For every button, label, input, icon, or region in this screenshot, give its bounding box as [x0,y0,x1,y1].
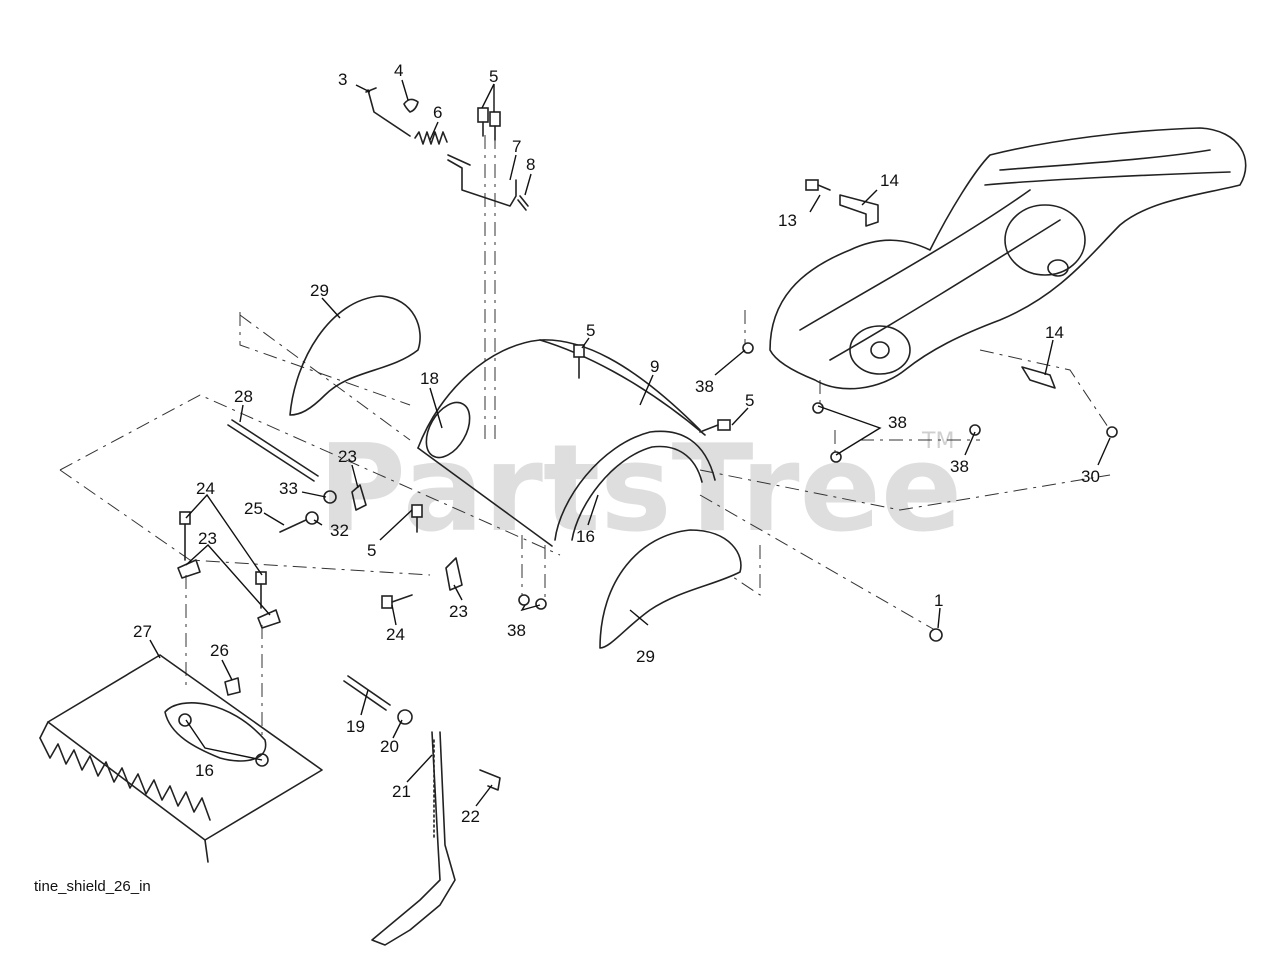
callout-38-a: 38 [695,377,714,396]
part-5-bolt-mid [573,344,585,379]
part-7-bracket [447,154,517,207]
part-13-bolt [805,179,831,191]
callout-14-top: 14 [880,171,899,190]
callout-32: 32 [330,521,349,540]
callout-24-lower: 24 [386,625,405,644]
part-23-bracket-lower [445,557,463,591]
callout-38-c: 38 [950,457,969,476]
callout-6: 6 [433,103,442,122]
part-38-nut-a [742,342,754,354]
part-32-washer [305,511,319,525]
callout-16-deflector: 16 [195,761,214,780]
callout-30: 30 [1081,467,1100,486]
part-26-tab [224,677,241,696]
part-30-nut [1106,426,1118,438]
part-14-bracket-top [839,194,879,227]
part-14-bracket-right [1021,366,1056,389]
callout-19: 19 [346,717,365,736]
part-5-bolts-top [477,107,501,141]
callout-25: 25 [244,499,263,518]
callout-5-right: 5 [745,391,754,410]
part-4-clip [403,98,419,113]
callout-7: 7 [512,137,521,156]
tiller-body [769,127,1247,390]
part-23-clip-right [257,609,281,629]
part-1-nut [929,628,943,642]
callout-22: 22 [461,807,480,826]
part-6-spring [414,131,448,145]
callout-21: 21 [392,782,411,801]
callout-38-d: 38 [507,621,526,640]
part-38-nut-b [812,402,824,414]
callout-5: 5 [489,67,498,86]
part-5-bolt-lower [411,504,423,533]
callout-4: 4 [394,61,403,80]
callouts: 3 4 5 6 7 8 13 14 29 5 9 18 28 38 14 5 3… [133,61,1100,826]
part-18-plate [425,401,471,459]
callout-27: 27 [133,622,152,641]
part-22-pin [479,769,501,791]
part-24-bolt-lower [381,594,413,609]
callout-29-right: 29 [636,647,655,666]
part-38-nut-c [830,451,842,463]
watermark: PartsTree [318,420,962,559]
part-3-rod [365,87,411,137]
part-19-pin [343,675,391,711]
assembly-guides [59,135,1111,740]
part-9-tine-shield [417,339,706,547]
callout-23-lower: 23 [449,602,468,621]
callout-18: 18 [420,369,439,388]
callout-23-upper: 23 [338,447,357,466]
callout-1: 1 [934,591,943,610]
part-27-deflector [39,654,323,863]
part-29-side-plate-left [289,295,421,416]
callout-24-upper: 24 [196,479,215,498]
callout-38-b: 38 [888,413,907,432]
callout-13: 13 [778,211,797,230]
callout-5-lower: 5 [367,541,376,560]
watermark-tm: TM [921,429,954,454]
part-38-nut-d [969,424,981,436]
part-21-depth-bar [371,731,456,946]
part-16-flap-strip [554,430,716,541]
part-24-bolt-right [255,571,267,609]
leader-lines [149,79,1111,807]
callout-26: 26 [210,641,229,660]
callout-5-mid: 5 [586,321,595,340]
part-38-nuts-bottom [518,594,547,610]
callout-8: 8 [526,155,535,174]
part-23-clip-left [177,559,201,579]
diagram-caption: tine_shield_26_in [34,878,151,895]
part-25-pin [279,519,307,533]
callout-20: 20 [380,737,399,756]
part-24-bolt-upper [179,511,191,561]
part-8-screw [517,195,529,211]
callout-28: 28 [234,387,253,406]
part-29-side-plate-right [599,529,742,649]
callout-9: 9 [650,357,659,376]
callout-16-strip: 16 [576,527,595,546]
part-20-washer [397,709,413,725]
callout-33: 33 [279,479,298,498]
part-28-rod [227,419,319,482]
callout-23-left: 23 [198,529,217,548]
callout-3: 3 [338,70,347,89]
part-5-bolt-right [699,419,731,433]
callout-29-left: 29 [310,281,329,300]
callout-14-right: 14 [1045,323,1064,342]
